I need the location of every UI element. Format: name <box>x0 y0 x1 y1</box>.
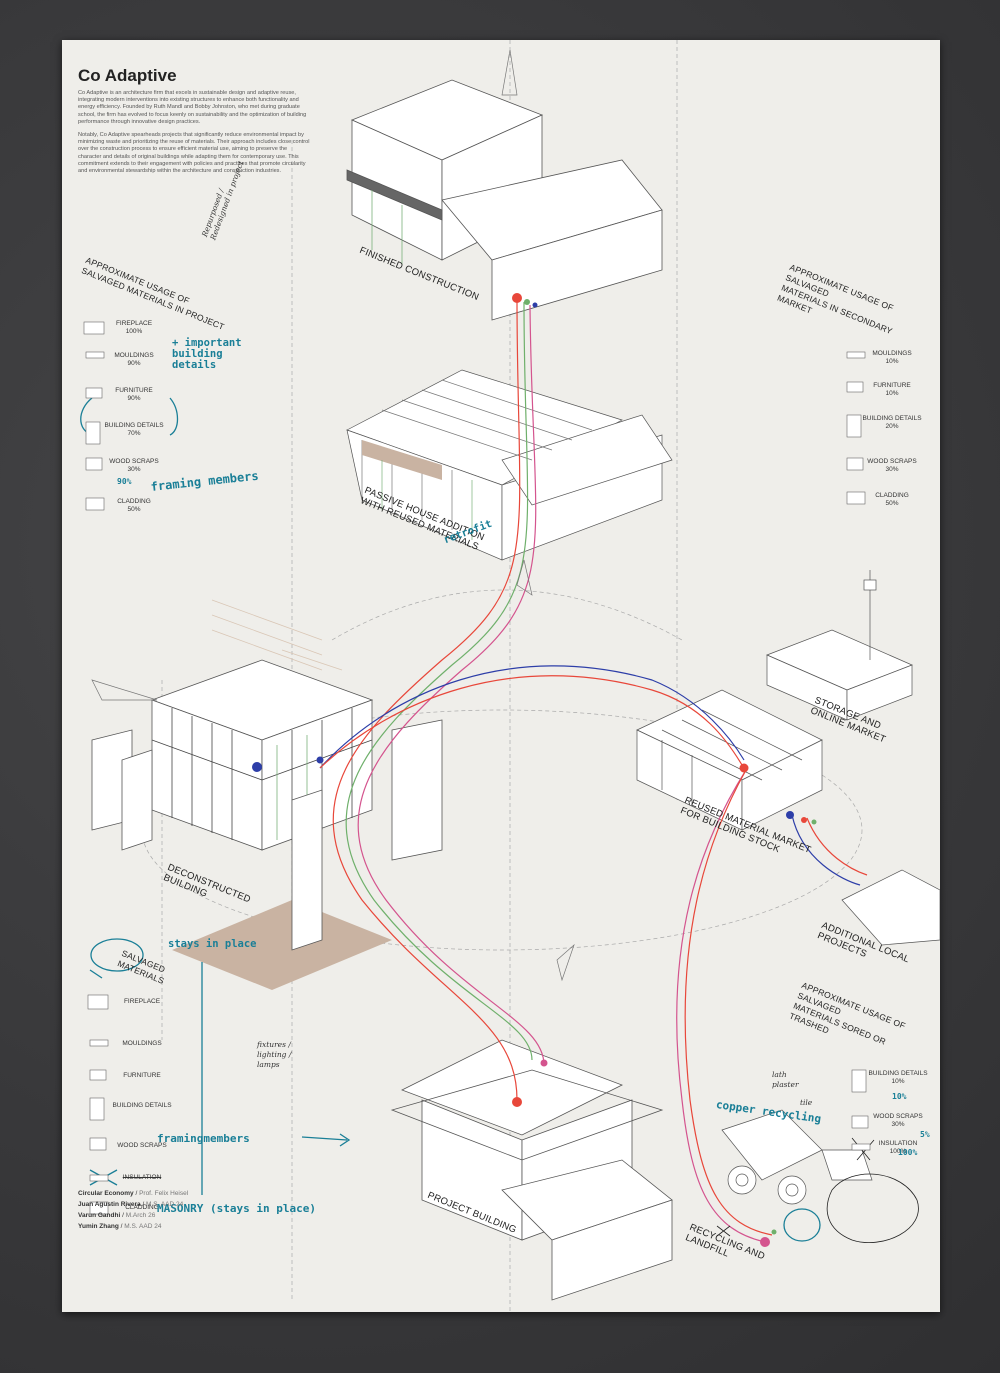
legend-item-name: WOOD SCRAPS <box>117 1142 167 1149</box>
loader-machine-icon <box>721 1109 873 1205</box>
legend-item-name: WOOD SCRAPS <box>867 458 917 465</box>
handwritten-note: 5% <box>920 1130 930 1139</box>
handwritten-note: 100% <box>898 1148 918 1157</box>
credit-role: M.S. AAD 24 <box>124 1223 162 1230</box>
legend-item-value: 50% <box>127 506 141 513</box>
legend-item-name: CLADDING <box>117 498 151 505</box>
credit-line: Yumin Zhang / M.S. AAD 24 <box>78 1223 162 1230</box>
flow-node-markers <box>252 293 817 1247</box>
legend-item-name: BUILDING DETAILS <box>112 1102 172 1109</box>
credit-role: M.Arch 26 <box>125 1212 156 1219</box>
legend-item-value: 30% <box>885 466 899 473</box>
handwritten-note: fixtures / lighting / lamps <box>257 1040 292 1069</box>
credit-line: Juan Agustin Rivera / M.S. AAD 24 <box>78 1201 184 1208</box>
legend-icons-salvaged <box>87 994 109 1215</box>
credit-line: Varun Gandhi / M.Arch 26 <box>78 1212 156 1219</box>
handwritten-note: tile <box>800 1098 813 1107</box>
legend-item-value: 30% <box>891 1121 905 1128</box>
intro-paragraph: Co Adaptive is an architecture firm that… <box>78 90 307 125</box>
legend-item-name: CLADDING <box>875 492 909 499</box>
legend-item-value: 100% <box>889 1148 907 1155</box>
diagram-drawing <box>80 40 940 1312</box>
deconstructed-building <box>91 599 443 990</box>
handwritten-note: 90% <box>117 477 132 486</box>
legend-item-value: 30% <box>127 466 141 473</box>
finished-construction-building <box>346 79 663 321</box>
legend-icons-project <box>83 321 105 511</box>
legend-item-name: INSULATION <box>878 1140 918 1147</box>
credits: Circular Economy / Prof. Felix Heisel Ju… <box>78 1188 188 1232</box>
credit-role: M.S. AAD 24 <box>146 1201 184 1208</box>
project-building <box>390 1039 673 1301</box>
legend-item-name: FURNITURE <box>123 1072 161 1079</box>
additional-projects-building <box>841 869 940 946</box>
legend-item-value: 100% <box>125 328 143 335</box>
credit-name: Yumin Zhang <box>78 1223 119 1230</box>
poster: Co Adaptive Co Adaptive is an architectu… <box>62 40 940 1312</box>
credit-role: Prof. Felix Heisel <box>139 1190 189 1197</box>
legend-item-value: 20% <box>885 423 899 430</box>
handwritten-note: lath plaster <box>772 1070 799 1089</box>
legend-item-name: MOULDINGS <box>114 352 154 359</box>
reused-material-market <box>636 689 823 831</box>
legend-item-name: FURNITURE <box>115 387 153 394</box>
handwritten-note: 10% <box>892 1092 907 1101</box>
storage-building <box>766 570 913 721</box>
credit-line: Circular Economy / Prof. Felix Heisel <box>78 1190 189 1197</box>
poster-title: Co Adaptive <box>78 66 177 85</box>
handwritten-note: stays in place <box>168 938 257 950</box>
handwritten-note: MASONRY (stays in place) <box>157 1202 316 1215</box>
legend-item-name: FIREPLACE <box>123 998 161 1005</box>
legend-item-name: MOULDINGS <box>872 350 912 357</box>
credit-name: Circular Economy <box>78 1190 134 1197</box>
legend-item-value: 90% <box>127 395 141 402</box>
legend-item-value: 50% <box>885 500 899 507</box>
legend-item-value: 10% <box>891 1078 905 1085</box>
legend-item-value: 10% <box>885 390 899 397</box>
legend-item-value: 70% <box>127 430 141 437</box>
intro-text: Co Adaptive is an architecture firm that… <box>78 90 310 181</box>
credit-name: Varun Gandhi <box>78 1212 121 1219</box>
legend-item-name: BUILDING DETAILS <box>862 415 922 422</box>
credit-name: Juan Agustin Rivera <box>78 1201 141 1208</box>
passive-house-building <box>346 369 673 561</box>
legend-item-name: FURNITURE <box>873 382 911 389</box>
legend-item-name: INSULATION <box>122 1174 162 1181</box>
legend-item-value: 90% <box>127 360 141 367</box>
intro-paragraph: Notably, Co Adaptive spearheads projects… <box>78 132 310 175</box>
legend-item-name: FIREPLACE <box>115 320 153 327</box>
legend-item-name: MOULDINGS <box>122 1040 162 1047</box>
material-flow-lines <box>319 297 868 1243</box>
legend-icons-secondary <box>846 351 866 505</box>
legend-item-value: 10% <box>885 358 899 365</box>
legend-item-name: WOOD SCRAPS <box>873 1113 923 1120</box>
legend-item-name: WOOD SCRAPS <box>109 458 159 465</box>
legend-item-name: BUILDING DETAILS <box>104 422 164 429</box>
handwritten-note: framingmembers <box>157 1132 250 1145</box>
legend-item-name: BUILDING DETAILS <box>868 1070 928 1077</box>
legend-icons-trashed <box>851 1069 871 1151</box>
legend-item-name: CLADDING <box>125 1204 159 1211</box>
handwritten-note: + important building details <box>172 337 242 371</box>
